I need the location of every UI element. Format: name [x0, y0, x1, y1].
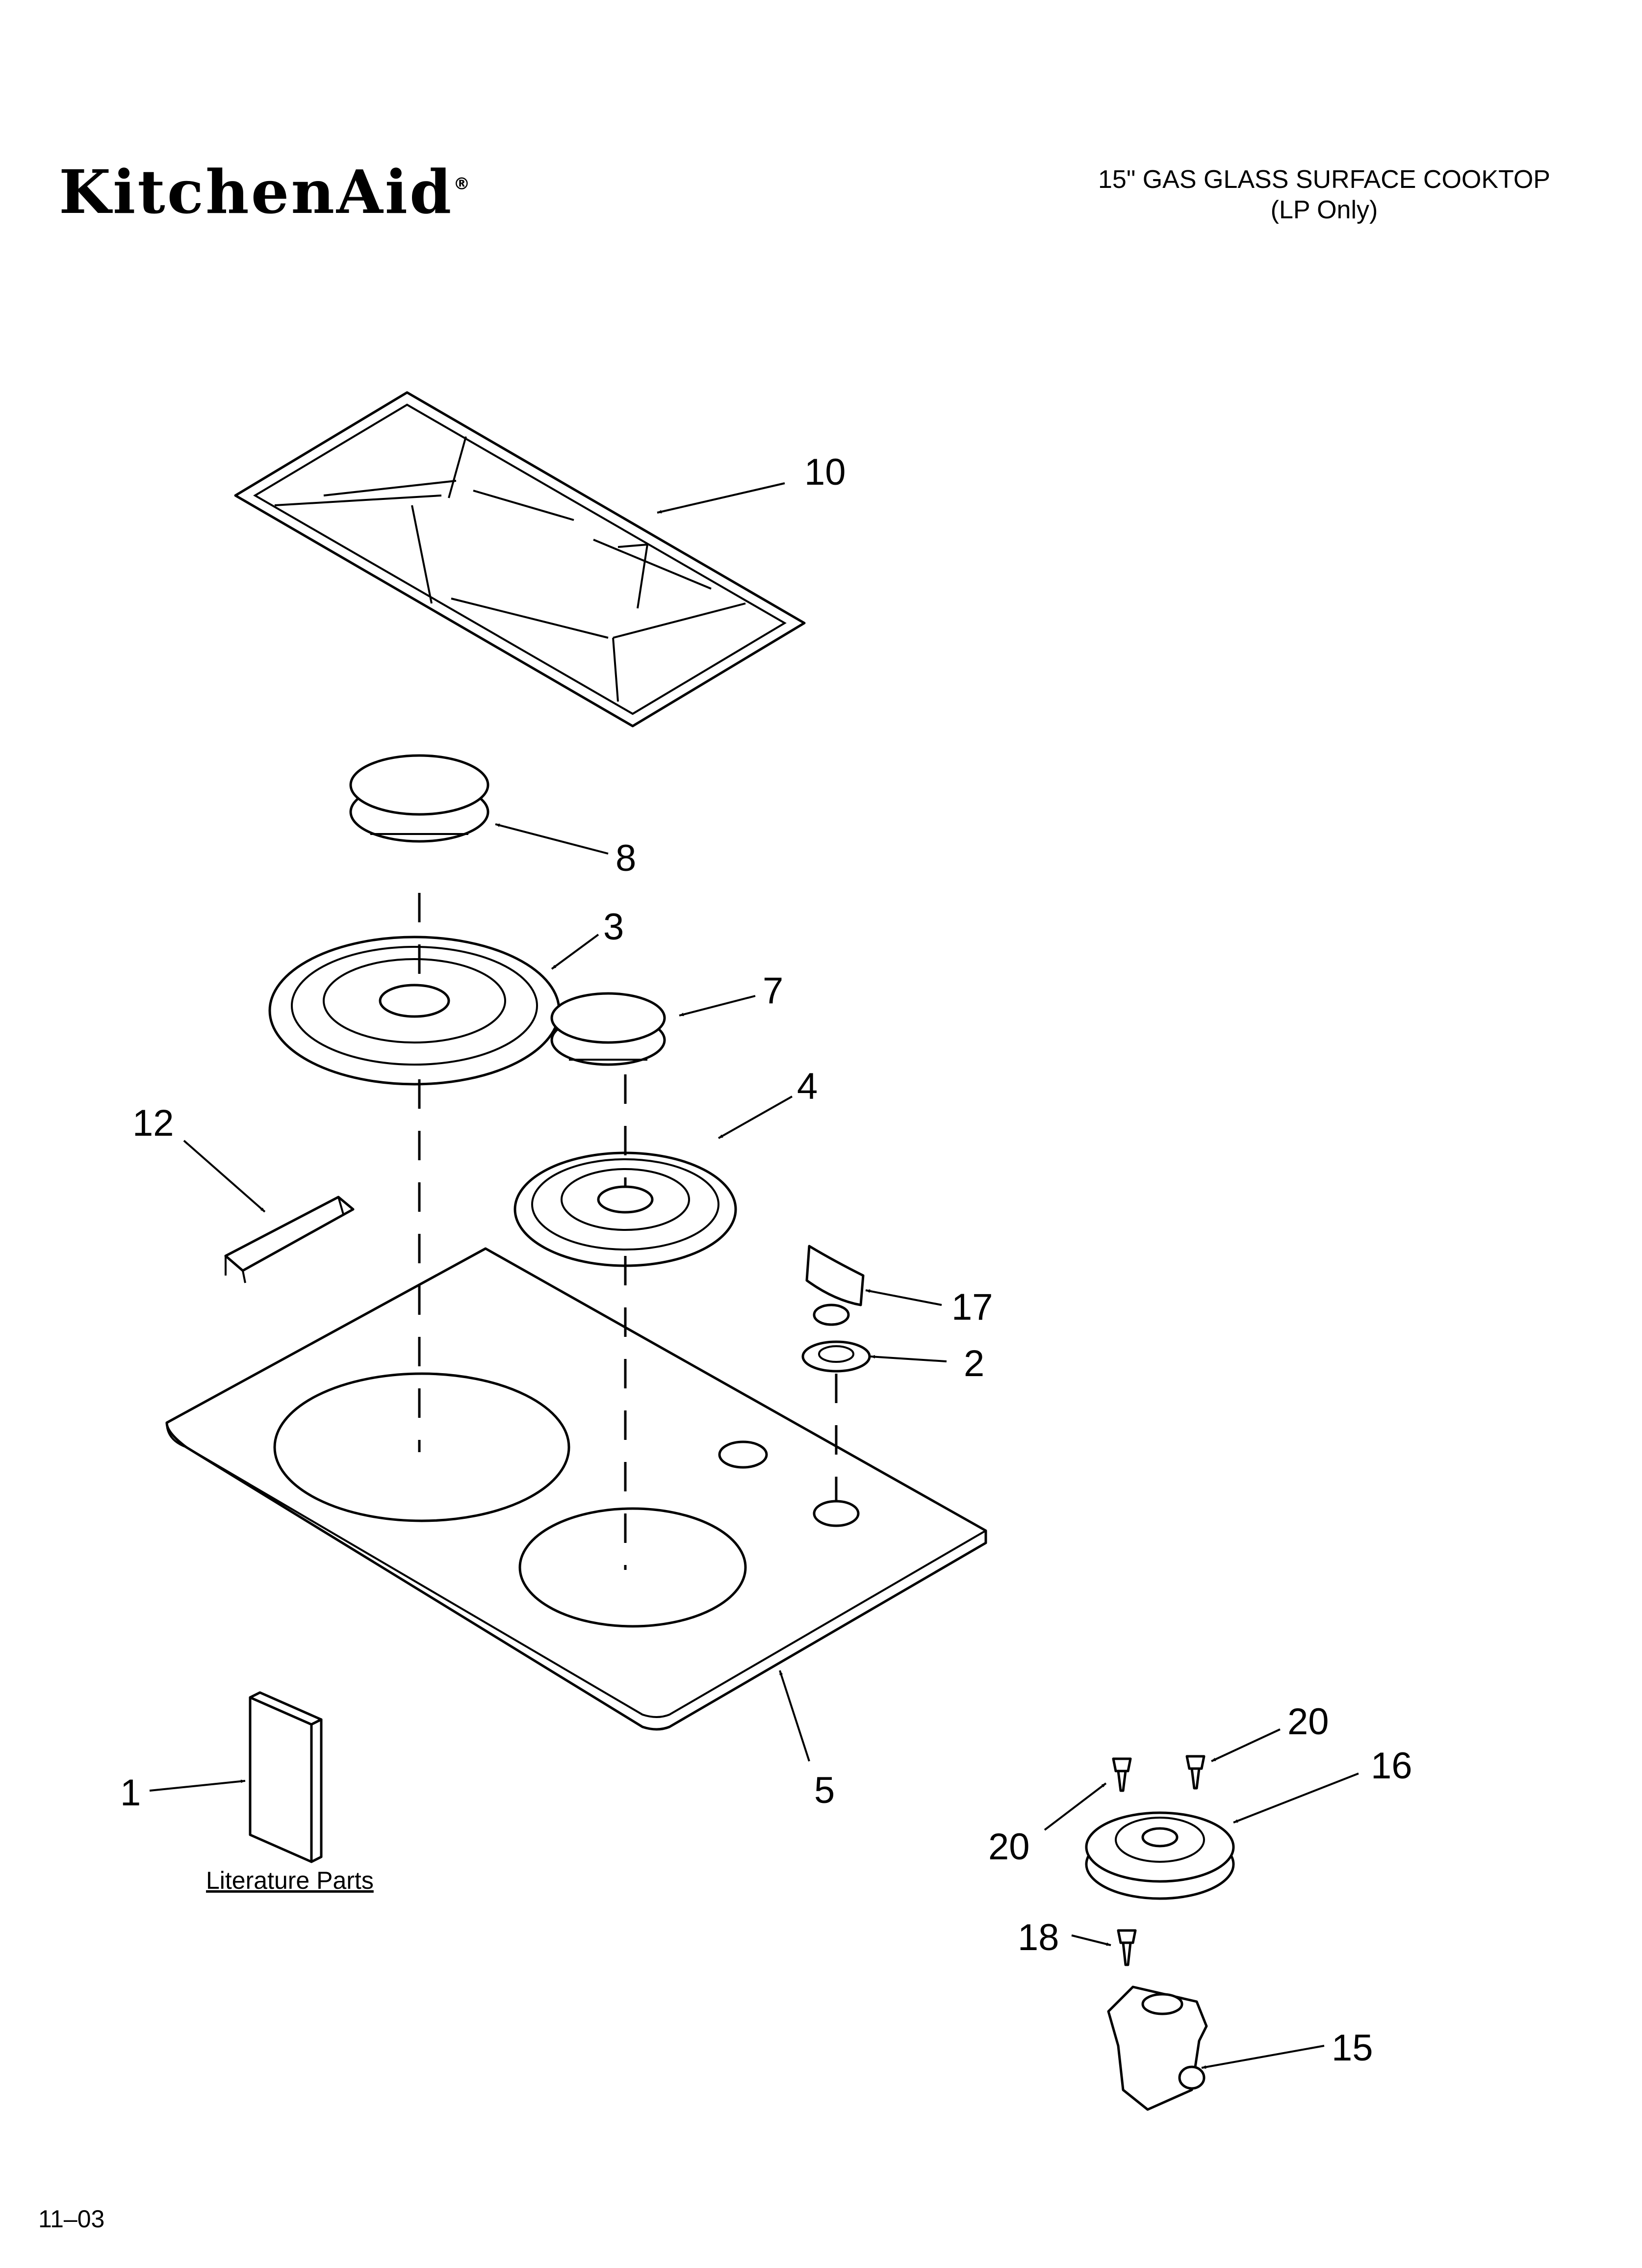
callout-4: 4	[797, 1066, 818, 1107]
part-burner-screw	[1117, 1929, 1137, 1966]
registered-mark: ®	[453, 174, 472, 194]
part-large-burner-cap	[349, 754, 489, 843]
part-grate	[234, 391, 806, 728]
part-small-burner-base	[513, 1151, 737, 1267]
assembly-lines	[418, 893, 838, 1570]
callout-16: 16	[1371, 1745, 1412, 1787]
part-valve	[1107, 1985, 1208, 2111]
part-large-burner-base	[268, 936, 561, 1086]
callout-3: 3	[603, 906, 624, 948]
leader-lines	[149, 482, 1359, 2069]
callout-12: 12	[132, 1102, 174, 1144]
callout-labels: 10 8 3 7 12 4 17 2 1 5 20 16 20 18 15	[120, 451, 1412, 2069]
callout-20-lower: 20	[988, 1826, 1030, 1868]
part-bracket	[224, 1196, 355, 1283]
literature-parts-label: Literature Parts	[206, 1867, 374, 1894]
brand-name: KitchenAid	[59, 156, 454, 227]
part-small-burner-cap	[550, 992, 666, 1066]
part-glass-cooktop	[165, 1247, 987, 1731]
part-screw	[1112, 1755, 1206, 1792]
callout-2: 2	[964, 1343, 984, 1384]
part-literature	[249, 1691, 323, 1863]
callout-7: 7	[763, 970, 783, 1012]
date-code: 11–03	[38, 2205, 104, 2233]
callout-20-upper: 20	[1287, 1701, 1329, 1743]
title-line-2: (LP Only)	[1270, 196, 1378, 224]
part-bezel	[801, 1340, 871, 1373]
part-knob	[805, 1245, 865, 1326]
document-title: 15" GAS GLASS SURFACE COOKTOP (LP Only)	[1079, 164, 1569, 225]
callout-5: 5	[814, 1770, 835, 1811]
callout-15: 15	[1332, 2027, 1373, 2069]
callout-1: 1	[120, 1772, 141, 1814]
callout-17: 17	[951, 1286, 993, 1328]
title-line-1: 15" GAS GLASS SURFACE COOKTOP	[1098, 165, 1550, 194]
callout-10: 10	[804, 451, 846, 493]
brand-logo: KitchenAid®	[59, 162, 472, 222]
callout-8: 8	[616, 837, 636, 879]
part-base-burner	[1085, 1811, 1235, 1900]
callout-18: 18	[1018, 1917, 1059, 1958]
